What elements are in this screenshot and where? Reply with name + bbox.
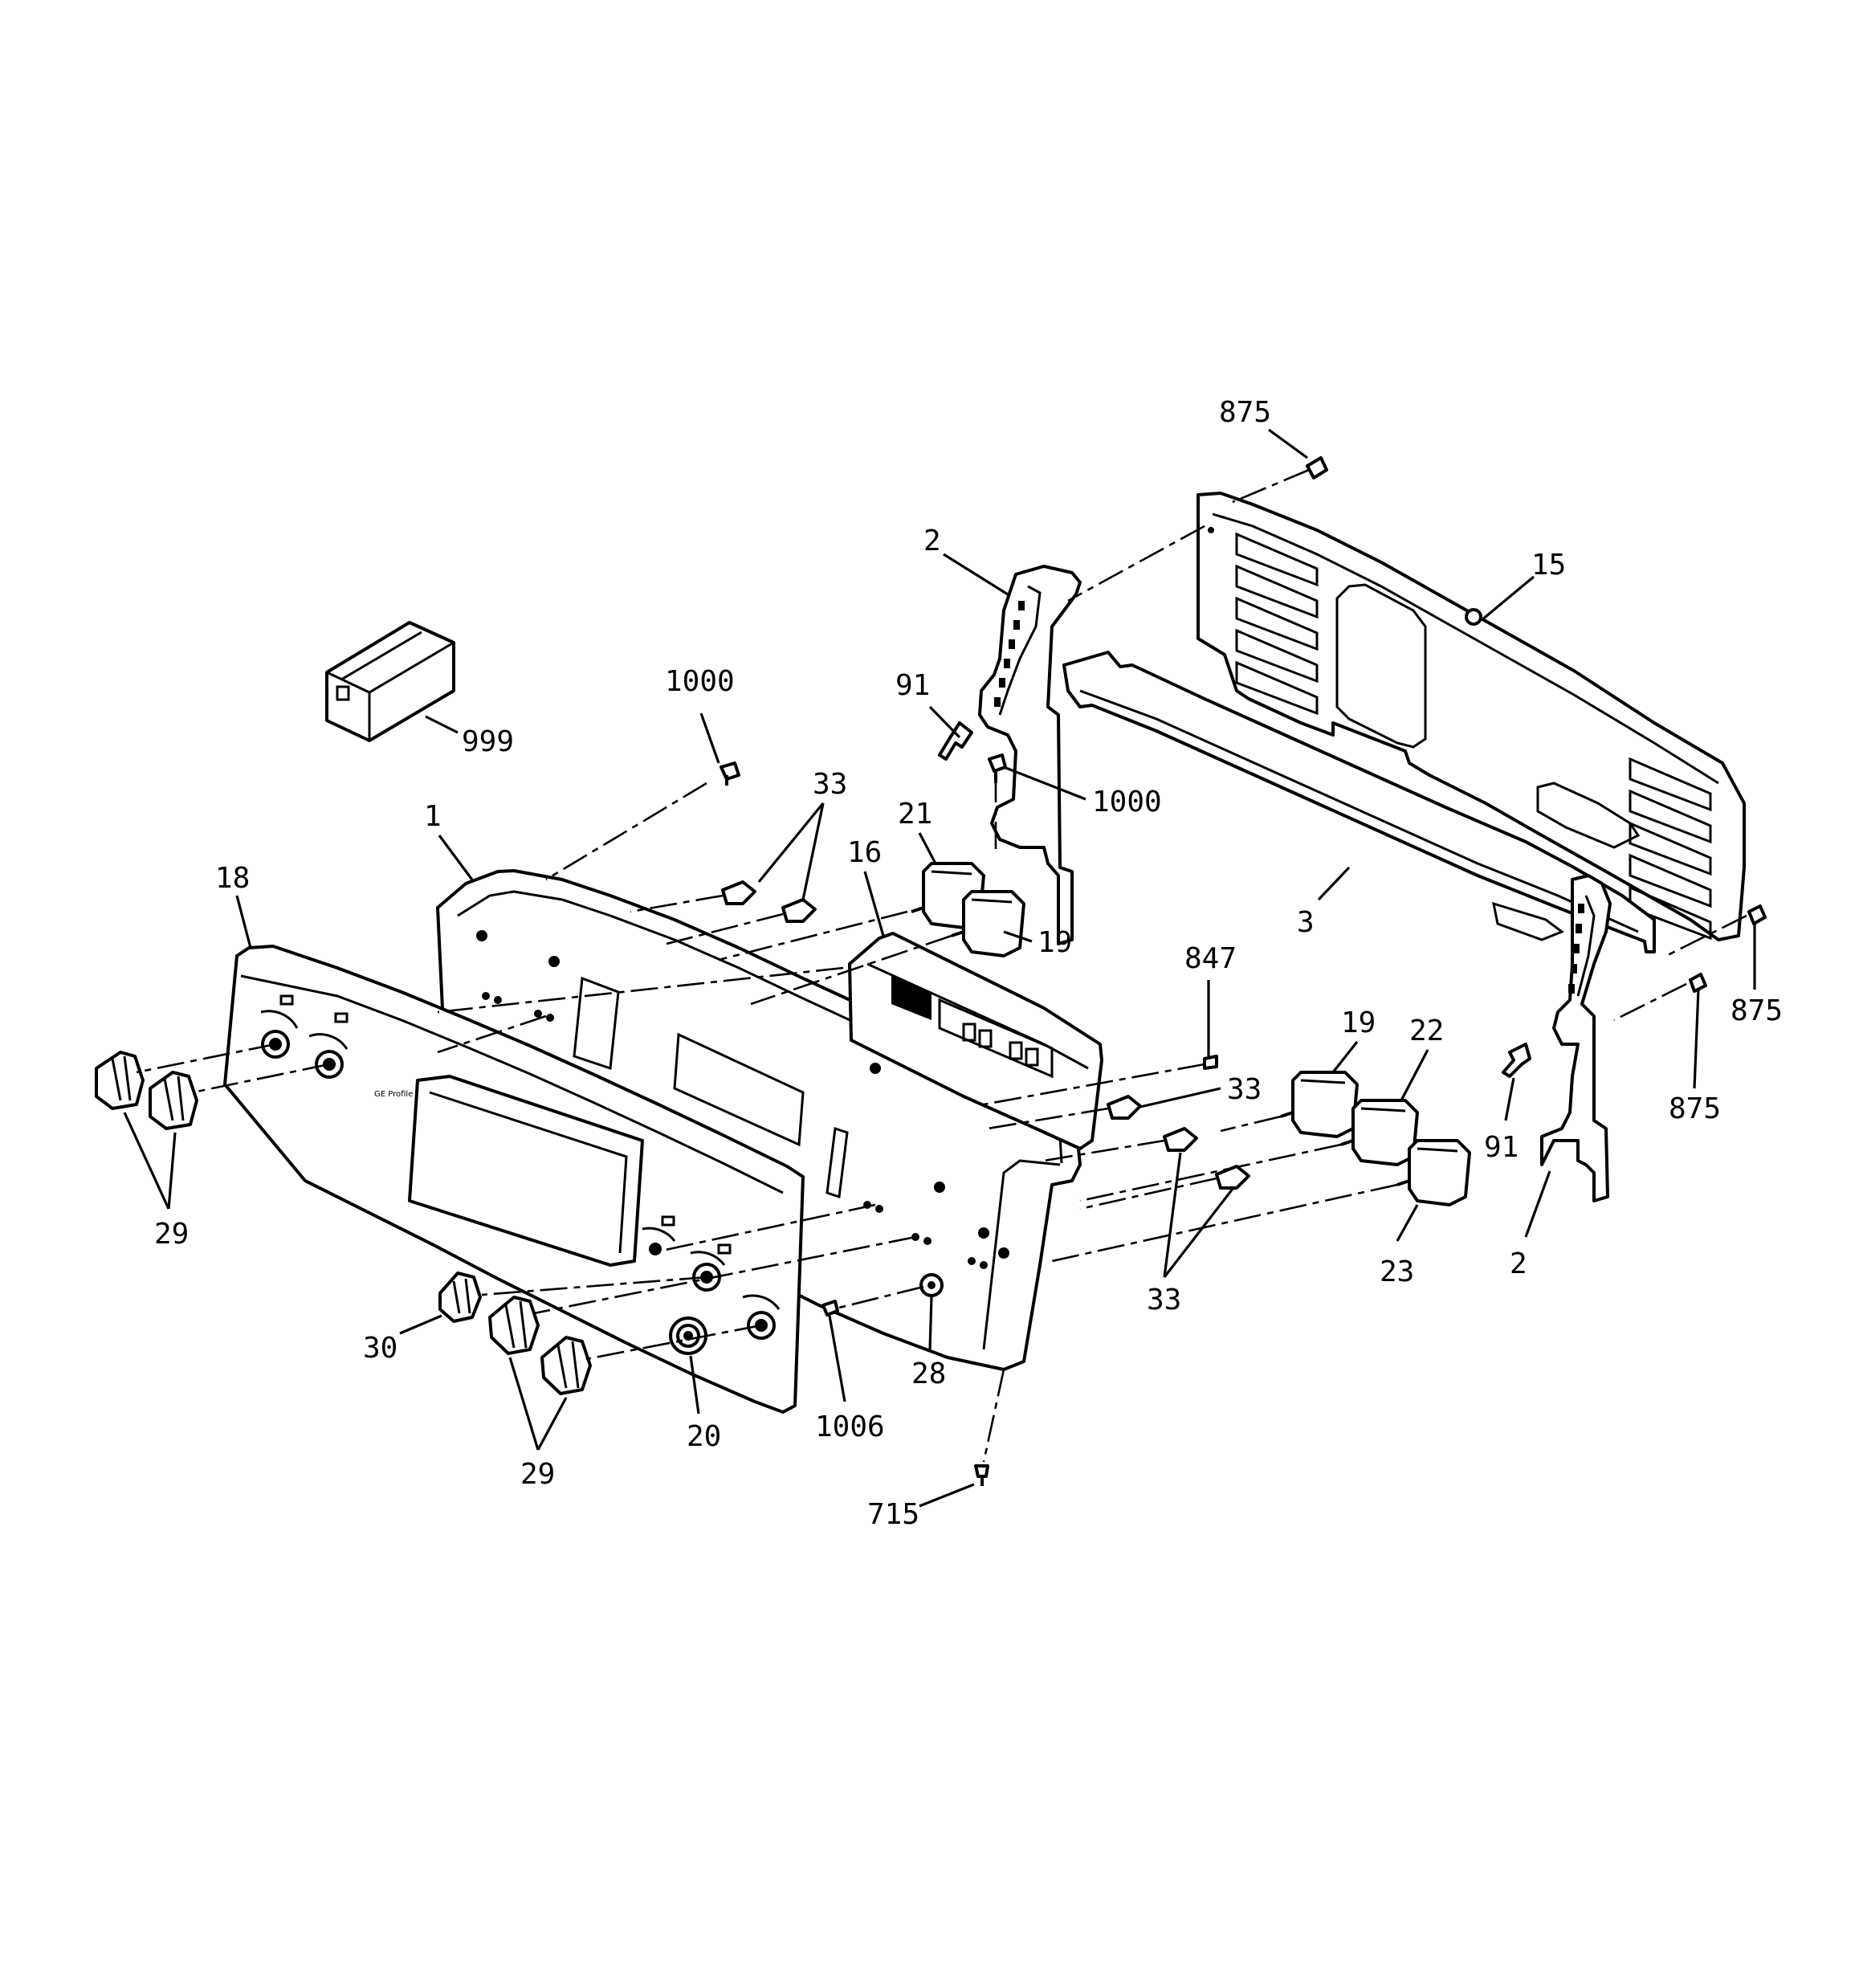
callout-29-left: 29 bbox=[154, 1218, 189, 1251]
callout-23: 23 bbox=[1380, 1255, 1414, 1288]
screw-icon bbox=[1203, 1055, 1218, 1070]
part-3-rail bbox=[1062, 651, 1656, 953]
callout-19-top: 19 bbox=[1037, 926, 1072, 959]
screw-icon bbox=[1689, 973, 1707, 993]
callout-91-top: 91 bbox=[895, 669, 930, 702]
callout-875-top: 875 bbox=[1219, 396, 1271, 429]
part-20-ring bbox=[669, 1316, 707, 1355]
callout-2-top: 2 bbox=[923, 525, 941, 557]
callout-1000-left: 1000 bbox=[665, 665, 735, 698]
callout-715: 715 bbox=[867, 1498, 919, 1531]
callout-847: 847 bbox=[1184, 942, 1237, 975]
knob-icon bbox=[438, 1272, 482, 1323]
callout-1006: 1006 bbox=[815, 1410, 885, 1443]
callout-28: 28 bbox=[911, 1357, 946, 1390]
callout-999: 999 bbox=[462, 725, 514, 758]
part-2-side-cap-top bbox=[978, 565, 1082, 945]
screw-icon bbox=[1306, 456, 1328, 480]
part-18-control-faceplate: GE Profile bbox=[223, 945, 805, 1414]
knob-icon bbox=[95, 1051, 145, 1110]
callout-16: 16 bbox=[847, 836, 882, 869]
leader-lines bbox=[123, 428, 1756, 1508]
screw-icon bbox=[720, 761, 740, 786]
callout-19-right: 19 bbox=[1341, 1006, 1376, 1039]
part-28-nut bbox=[919, 1273, 944, 1297]
side-cap-slots-2 bbox=[1568, 904, 1584, 994]
part-2-side-cap-bottom bbox=[1540, 874, 1612, 1202]
callout-3: 3 bbox=[1297, 906, 1315, 939]
part-19-switch-right bbox=[1280, 1071, 1359, 1138]
part-16-control-board bbox=[848, 932, 1103, 1150]
part-22-switch bbox=[1340, 1099, 1419, 1166]
callout-33-bottom: 33 bbox=[1147, 1284, 1181, 1316]
part-999-box bbox=[325, 621, 455, 742]
side-cap-slots bbox=[994, 601, 1025, 707]
callout-33-top: 33 bbox=[813, 768, 847, 801]
callout-labels: 875 2 15 1000 91 999 1000 33 21 1 16 18 … bbox=[154, 396, 1783, 1531]
vent-louvers-left bbox=[1235, 532, 1319, 716]
knob-port-3 bbox=[649, 1243, 662, 1255]
callout-15: 15 bbox=[1531, 549, 1566, 582]
callout-18: 18 bbox=[215, 862, 250, 895]
callout-1000-right: 1000 bbox=[1092, 786, 1162, 818]
screw-icon bbox=[821, 1300, 839, 1316]
callout-875-mid: 875 bbox=[1731, 994, 1783, 1027]
assembly-lines bbox=[136, 468, 1747, 1463]
knob-icon bbox=[540, 1336, 592, 1395]
screw-icon bbox=[988, 753, 1007, 783]
callout-91-bottom: 91 bbox=[1484, 1131, 1519, 1164]
screw-icon bbox=[1747, 904, 1767, 925]
housing-screw-holes bbox=[476, 930, 1009, 1269]
knob-icon bbox=[488, 1296, 540, 1355]
screw-icon bbox=[1502, 1043, 1531, 1078]
callout-30: 30 bbox=[363, 1332, 397, 1365]
callout-875-low: 875 bbox=[1669, 1092, 1721, 1125]
knob-icon bbox=[149, 1071, 198, 1130]
callout-20: 20 bbox=[687, 1420, 721, 1453]
callout-22: 22 bbox=[1409, 1014, 1444, 1047]
callout-29-bottom: 29 bbox=[520, 1458, 555, 1491]
callout-33-mid: 33 bbox=[1227, 1073, 1262, 1106]
svg-text:GE Profile: GE Profile bbox=[374, 1090, 413, 1099]
callout-21: 21 bbox=[898, 798, 932, 831]
part-19-switch-top bbox=[951, 890, 1025, 957]
callout-2-bottom: 2 bbox=[1510, 1247, 1527, 1280]
screw-icon bbox=[938, 721, 973, 761]
part-23-switch bbox=[1396, 1139, 1471, 1206]
screw-icon bbox=[974, 1464, 989, 1486]
part-15-back-panel bbox=[1196, 492, 1746, 941]
callout-1: 1 bbox=[424, 800, 442, 833]
